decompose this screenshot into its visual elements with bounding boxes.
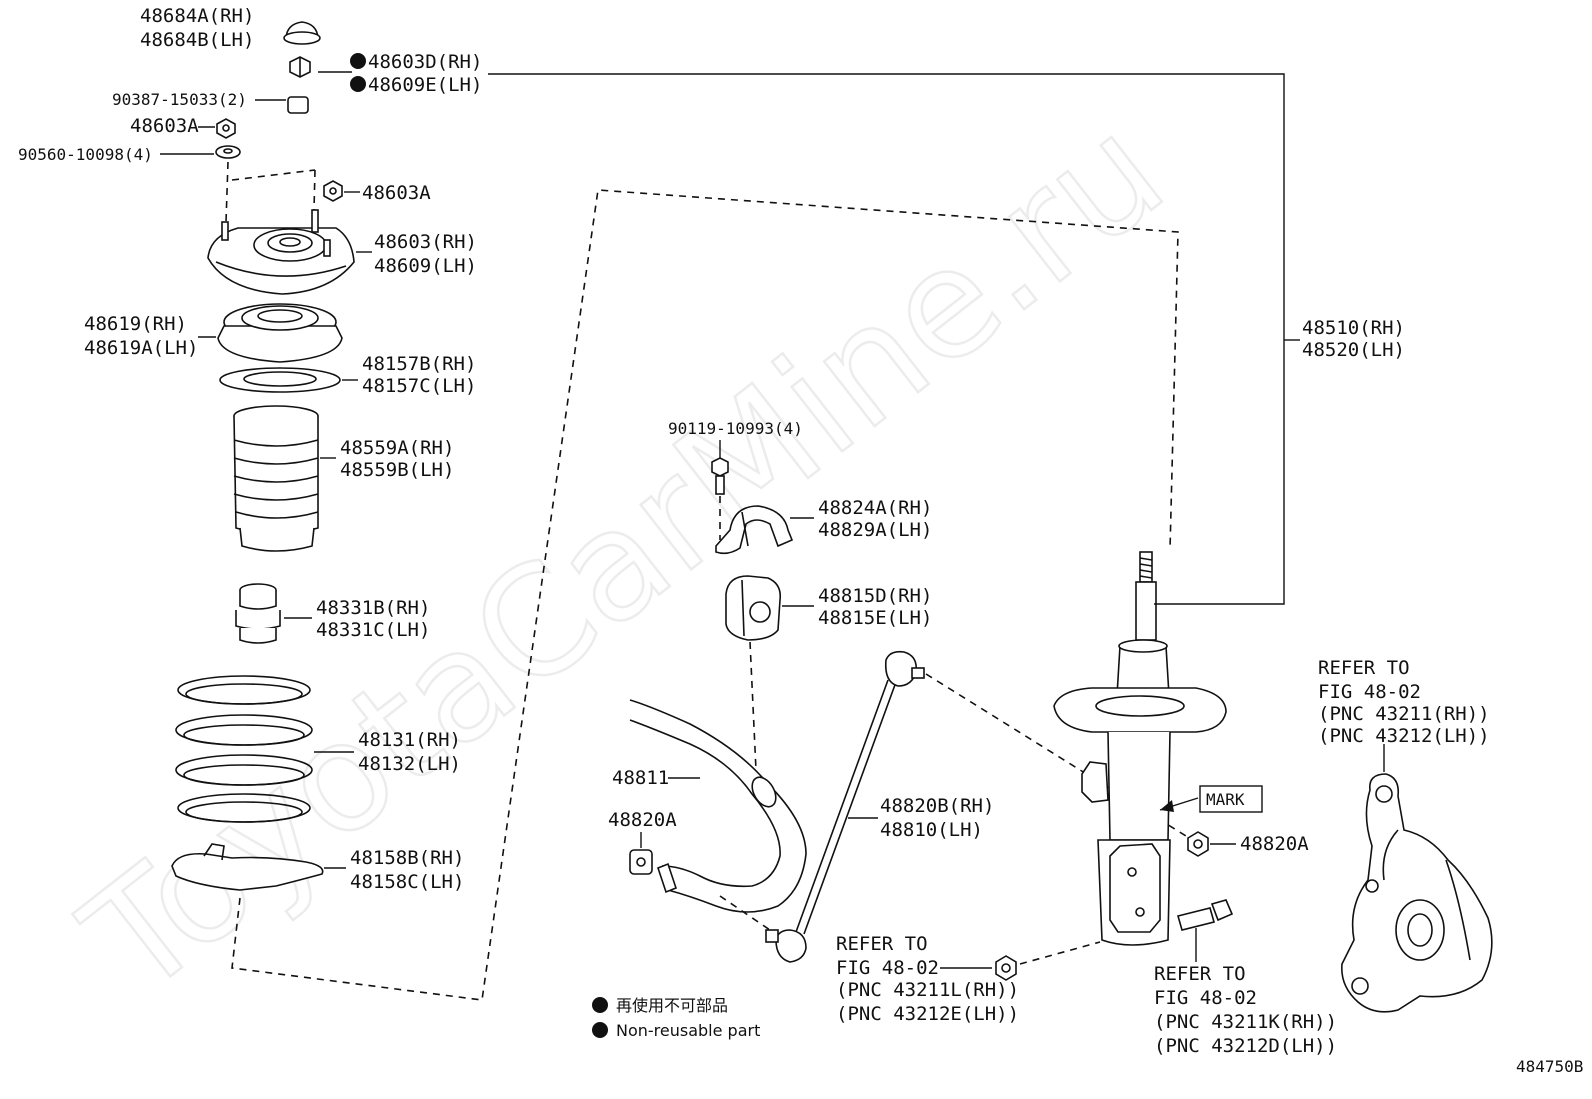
refer-nut-line1: REFER TO <box>836 933 928 955</box>
label-48603a-mount: 48603A <box>362 182 431 204</box>
nut-48603a-top[interactable] <box>216 118 236 139</box>
non-reusable-dot-icon <box>592 997 608 1013</box>
stabilizer-link-nut-right[interactable] <box>1187 831 1209 857</box>
bump-stopper[interactable] <box>235 583 281 644</box>
label-48131: 48131(RH) <box>358 729 461 751</box>
legend-english: Non-reusable part <box>616 1021 760 1040</box>
non-reusable-dot-icon <box>350 53 366 69</box>
stabilizer-bushing[interactable] <box>725 575 782 641</box>
refer-knuckle-line3: (PNC 43211(RH)) <box>1318 703 1490 725</box>
label-48331b: 48331B(RH) <box>316 597 430 619</box>
refer-bolt-line1: REFER TO <box>1154 963 1246 985</box>
label-48815e: 48815E(LH) <box>818 607 932 629</box>
stabilizer-bracket[interactable] <box>715 505 794 555</box>
label-48603d: 48603D(RH) <box>368 51 482 73</box>
dust-cap[interactable] <box>283 21 321 45</box>
label-48603: 48603(RH) <box>374 231 477 253</box>
stabilizer-link-nut-left[interactable] <box>629 849 653 875</box>
refer-nut-line2: FIG 48-02 <box>836 957 939 979</box>
label-48559b: 48559B(LH) <box>340 459 454 481</box>
label-90387: 90387-15033(2) <box>112 90 247 109</box>
label-48815d: 48815D(RH) <box>818 585 932 607</box>
label-48157b: 48157B(RH) <box>362 353 476 375</box>
collar[interactable] <box>287 96 309 114</box>
washer[interactable] <box>215 145 241 159</box>
mark-label: MARK <box>1206 790 1245 809</box>
label-48684b: 48684B(LH) <box>140 29 254 51</box>
refer-bolt-line2: FIG 48-02 <box>1154 987 1257 1009</box>
spring-insulator[interactable] <box>219 367 341 393</box>
coil-spring[interactable] <box>175 675 313 823</box>
non-reusable-dot-icon <box>350 76 366 92</box>
label-90560: 90560-10098(4) <box>18 145 153 164</box>
label-48820a-left: 48820A <box>608 809 677 831</box>
label-48158c: 48158C(LH) <box>350 871 464 893</box>
label-48520: 48520(LH) <box>1302 339 1405 361</box>
refer-bolt-line4: (PNC 43212D(LH)) <box>1154 1035 1337 1057</box>
label-48619a: 48619A(LH) <box>84 337 198 359</box>
label-48510: 48510(RH) <box>1302 317 1405 339</box>
refer-knuckle-line2: FIG 48-02 <box>1318 681 1421 703</box>
label-48820a-right: 48820A <box>1240 833 1309 855</box>
bracket-bolt[interactable] <box>711 457 729 495</box>
stabilizer-link[interactable] <box>765 650 925 963</box>
nut-48603a-mount[interactable] <box>323 180 343 202</box>
label-48603a-top: 48603A <box>130 115 199 137</box>
label-48619: 48619(RH) <box>84 313 187 335</box>
upper-spring-seat[interactable] <box>217 303 343 363</box>
stabilizer-bar[interactable] <box>629 699 807 913</box>
label-48609e: 48609E(LH) <box>368 74 482 96</box>
label-48829a: 48829A(LH) <box>818 519 932 541</box>
legend-japanese: 再使用不可部品 <box>616 996 728 1015</box>
label-48559a: 48559A(RH) <box>340 437 454 459</box>
lock-nut-top[interactable] <box>289 56 311 78</box>
legend: 再使用不可部品 Non-reusable part <box>592 996 760 1040</box>
label-48158b: 48158B(RH) <box>350 847 464 869</box>
refer-knuckle-line4: (PNC 43212(LH)) <box>1318 725 1490 747</box>
mark-callout: MARK <box>1159 785 1263 813</box>
strut-nut[interactable] <box>995 955 1017 981</box>
strut-mount[interactable] <box>207 209 355 295</box>
figure-code: 484750B <box>1516 1057 1583 1076</box>
refer-knuckle-line1: REFER TO <box>1318 657 1410 679</box>
label-48157c: 48157C(LH) <box>362 375 476 397</box>
refer-nut-line4: (PNC 43212E(LH)) <box>836 1003 1019 1025</box>
refer-bolt-line3: (PNC 43211K(RH)) <box>1154 1011 1337 1033</box>
label-48684a: 48684A(RH) <box>140 5 254 27</box>
label-48820b: 48820B(RH) <box>880 795 994 817</box>
label-48331c: 48331C(LH) <box>316 619 430 641</box>
label-48810: 48810(LH) <box>880 819 983 841</box>
label-90119: 90119-10993(4) <box>668 419 803 438</box>
label-48609: 48609(LH) <box>374 255 477 277</box>
label-48811: 48811 <box>612 767 669 789</box>
steering-knuckle[interactable] <box>1341 773 1493 1013</box>
label-48132: 48132(LH) <box>358 753 461 775</box>
lower-spring-insulator[interactable] <box>171 843 324 891</box>
strut-bolt[interactable] <box>1177 899 1234 931</box>
dust-boot[interactable] <box>233 405 319 552</box>
label-48824a: 48824A(RH) <box>818 497 932 519</box>
shock-absorber-strut[interactable] <box>1053 551 1227 946</box>
refer-nut-line3: (PNC 43211L(RH)) <box>836 979 1019 1001</box>
non-reusable-dot-icon <box>592 1022 608 1038</box>
